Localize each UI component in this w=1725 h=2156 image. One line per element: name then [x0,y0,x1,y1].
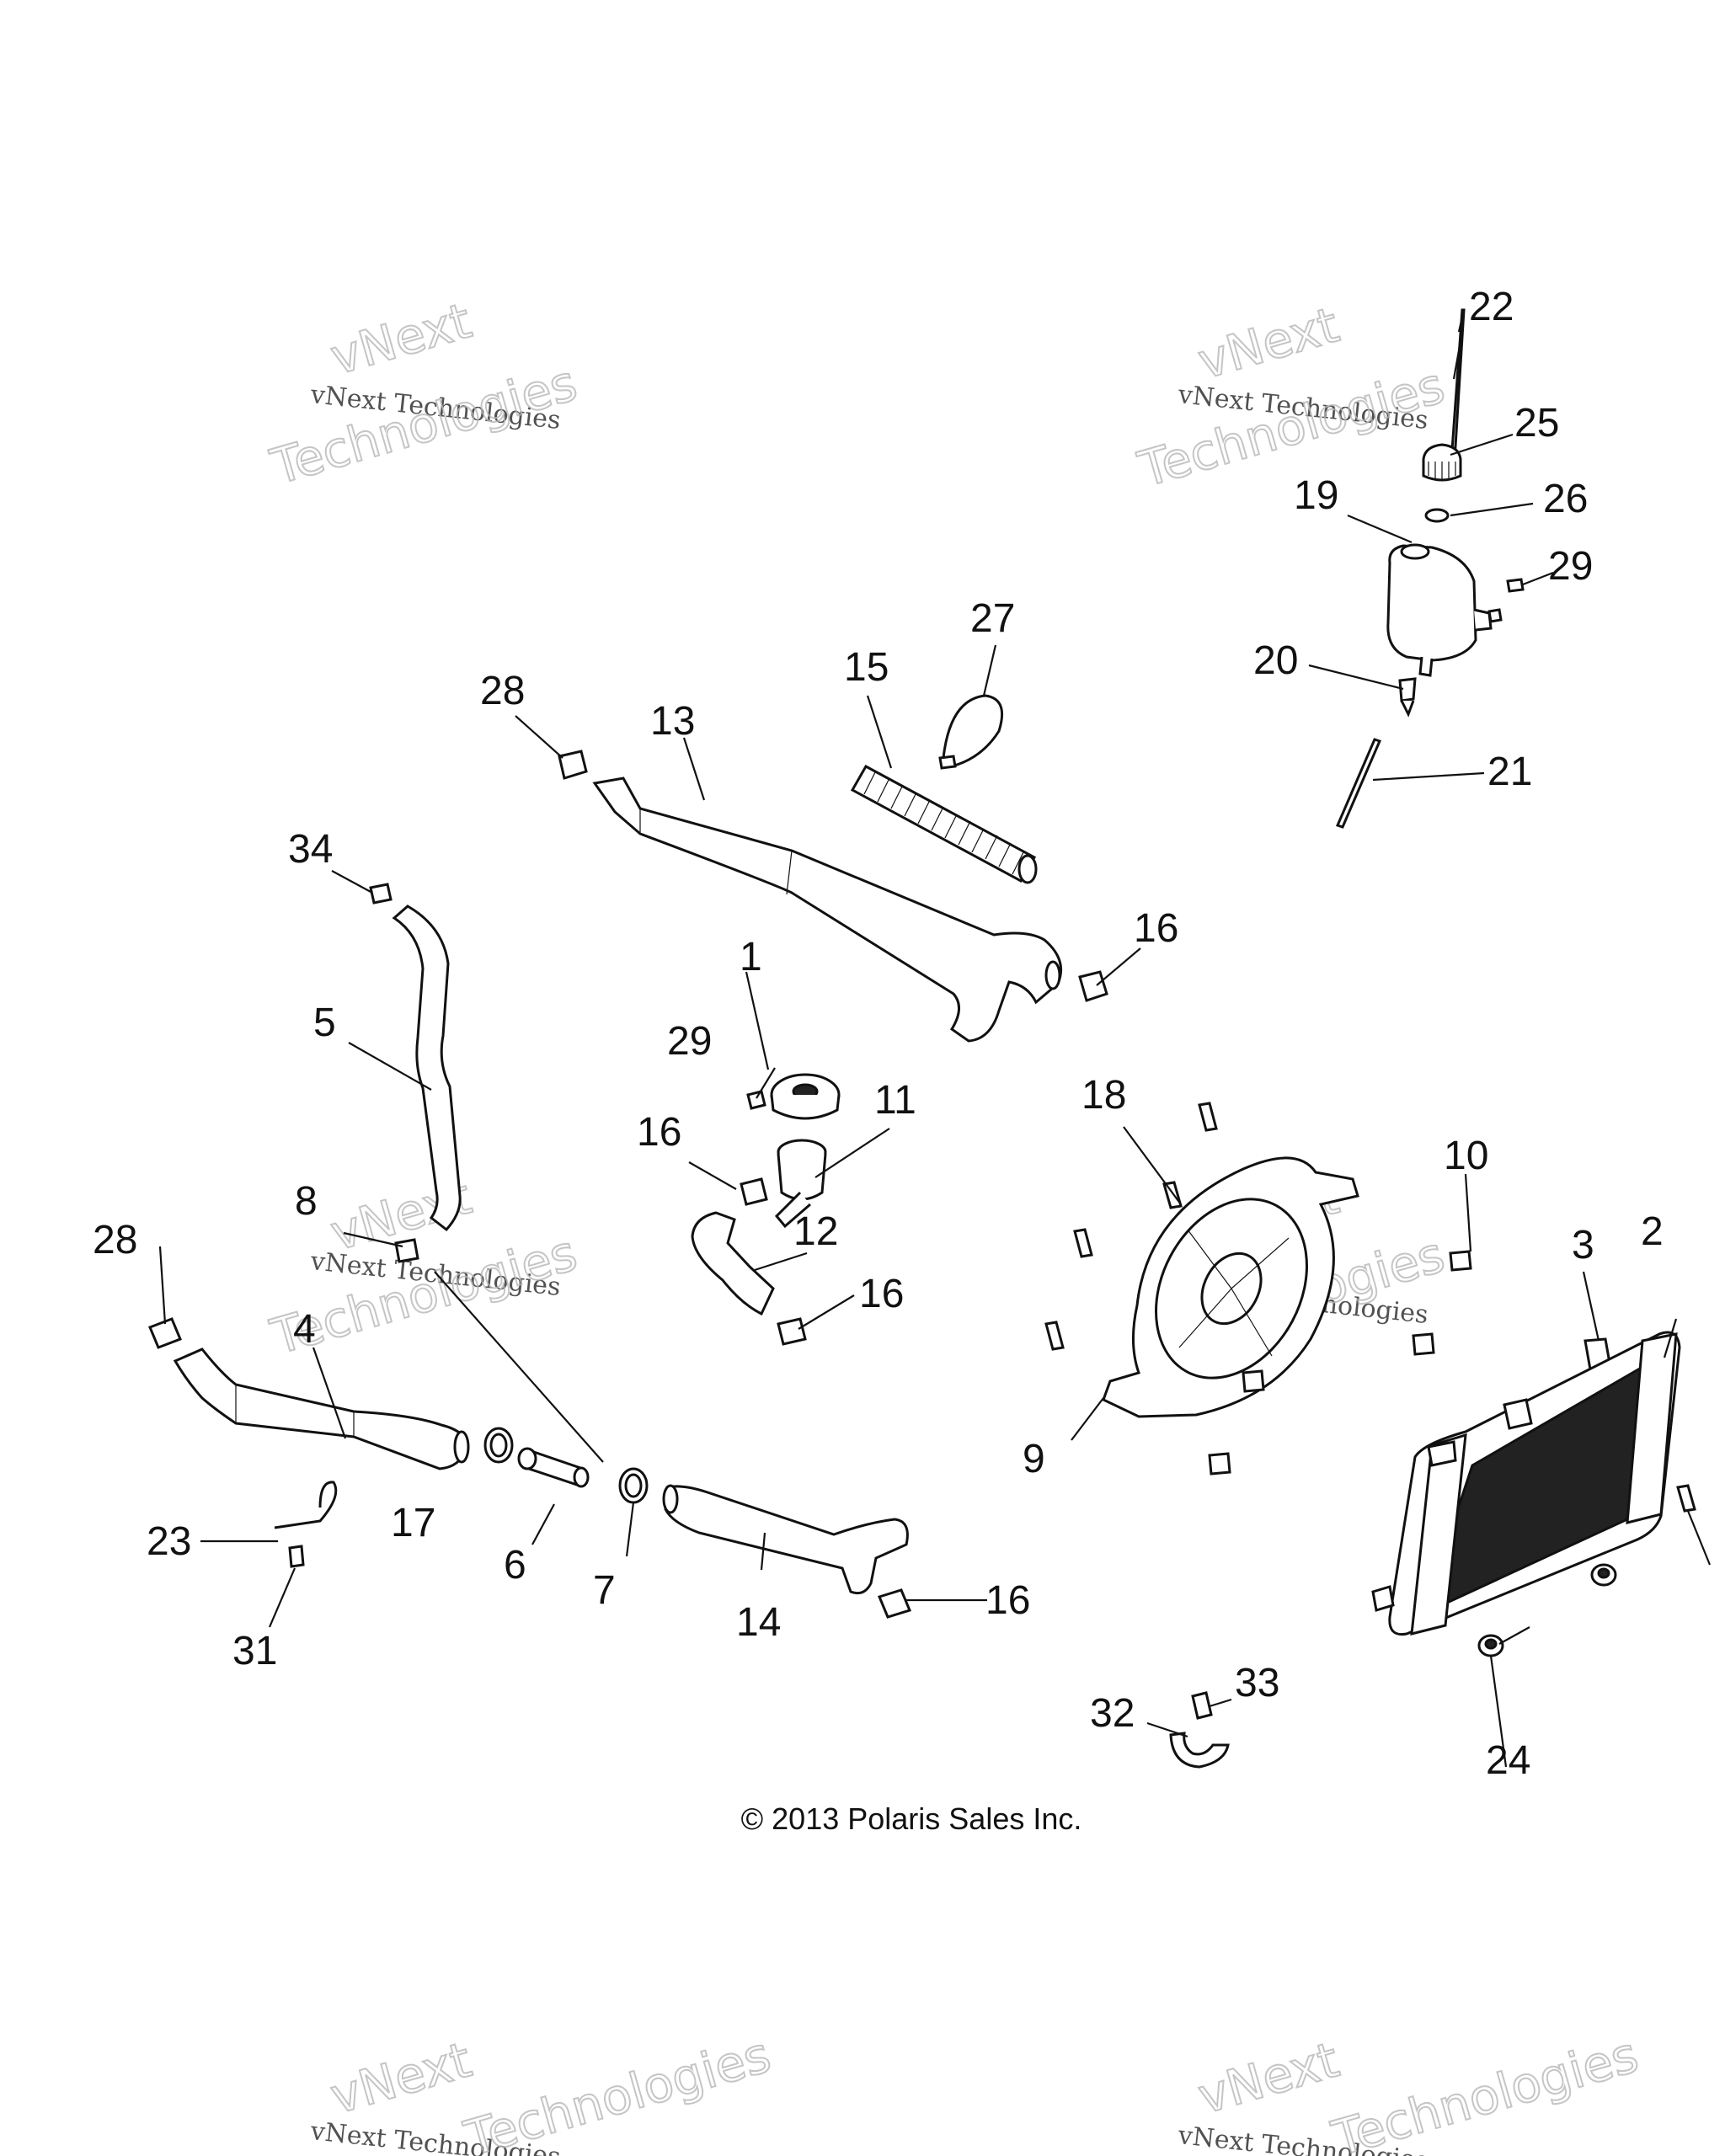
callout-31: 31 [232,1629,277,1673]
callout-24: 24 [1486,1738,1530,1783]
part-2-radiator [1371,1331,1681,1636]
callout-27: 27 [970,596,1015,641]
callout-18: 18 [1081,1073,1126,1118]
part-16-hose-clamp-c [740,1177,768,1206]
callout-34: 34 [288,827,333,872]
callout-2: 2 [1641,1209,1664,1254]
watermark-big-bottom: Technologies [458,2025,777,2156]
watermark-big-bottom: Technologies [1326,2025,1644,2156]
callout-9: 9 [1023,1437,1045,1481]
watermark-bottom-left: vNext vNext Technologies Technologies [308,2025,777,2156]
part-19-coolant-reservoir [1386,543,1493,677]
callout-25: 25 [1514,401,1559,446]
callout-6: 6 [504,1543,526,1588]
callout-16-a: 16 [1134,906,1178,951]
callout-14: 14 [736,1600,781,1645]
part-32-p-clamp [1169,1732,1230,1769]
part-33-bolt [1191,1691,1213,1720]
part-6-connector-tube [517,1447,590,1488]
watermark-big-top: vNext [324,291,478,386]
copyright-text: © 2013 Polaris Sales Inc. [741,1801,1082,1836]
part-8-hose-clamp [394,1238,419,1263]
part-24-grommet [1477,1563,1617,1657]
callout-29-b: 29 [1548,544,1593,589]
callout-23: 23 [147,1519,191,1564]
callout-29-a: 29 [667,1019,712,1064]
part-10-grommets [1208,1250,1472,1476]
callout-12: 12 [793,1209,838,1254]
part-1-radiator-cap [770,1073,841,1120]
watermark-big-top: vNext [324,2031,478,2125]
part-16-hose-clamp-d [777,1317,807,1346]
part-12-filler-hose [691,1211,775,1316]
part-29-bolt-reservoir [1487,578,1525,623]
part-34-hose-clamp [369,883,393,905]
watermark-big-top: vNext [1192,296,1345,390]
part-5-bypass-hose [392,905,462,1232]
part-13-upper-radiator-hose [592,776,1062,1043]
callout-32: 32 [1090,1691,1135,1736]
callout-16-c: 16 [859,1272,904,1316]
callout-20: 20 [1253,638,1298,683]
callout-16-b: 16 [637,1110,681,1155]
callout-labels: 1 2 3 4 5 6 7 8 9 10 11 12 13 14 15 16 1… [93,285,1664,1783]
part-11-filler-neck [774,1139,827,1229]
watermark-bottom-right: vNext vNext Technologies Technologies [1176,2025,1645,2156]
callout-1: 1 [740,935,762,979]
part-25-reservoir-cap [1422,443,1462,482]
part-30-bolt-right [1676,1484,1696,1513]
callout-7: 7 [593,1568,616,1613]
part-15-protective-sleeve [850,764,1038,884]
callout-19: 19 [1294,473,1338,518]
callout-17: 17 [391,1501,435,1545]
part-26-o-ring [1424,508,1450,523]
callout-10: 10 [1444,1134,1488,1178]
part-28-hose-clamp-upper [558,750,588,780]
callout-3: 3 [1572,1223,1594,1267]
callout-22: 22 [1469,285,1514,329]
part-14-lower-radiator-hose [662,1484,909,1595]
callout-16-d: 16 [985,1578,1030,1623]
watermark-top-left: vNext vNext Technologies Technologies [264,291,584,496]
watermark-top-right: vNext vNext Technologies Technologies [1131,295,1451,499]
part-29-bolt-filler [746,1090,766,1110]
part-21-overflow-hose [1335,738,1382,829]
callout-8: 8 [295,1179,318,1224]
callout-13: 13 [650,699,695,744]
callout-5: 5 [313,1001,336,1045]
part-20-hose-fitting [1398,677,1417,718]
part-17-hose-clamp [483,1427,514,1464]
callout-28-b: 28 [93,1218,137,1262]
callout-33: 33 [1235,1661,1279,1705]
part-16-hose-clamp-b [877,1588,912,1619]
part-4-lower-hose [173,1348,470,1470]
callout-26: 26 [1543,477,1588,521]
callout-21: 21 [1487,750,1532,794]
part-7-hose-clamp [618,1467,649,1504]
part-31-screw [288,1545,305,1568]
callout-15: 15 [844,645,889,690]
part-23-cable-tie [274,1481,338,1529]
callout-28-a: 28 [480,669,525,713]
watermark-big-top: vNext [1192,2031,1345,2125]
part-9-cooling-fan-assembly [1102,1156,1359,1418]
callout-11: 11 [874,1078,916,1123]
part-16-hose-clamp-a [1078,970,1108,1002]
leader-lines [158,309,1712,1768]
part-27-strap [938,694,1003,770]
callout-4: 4 [293,1307,316,1352]
